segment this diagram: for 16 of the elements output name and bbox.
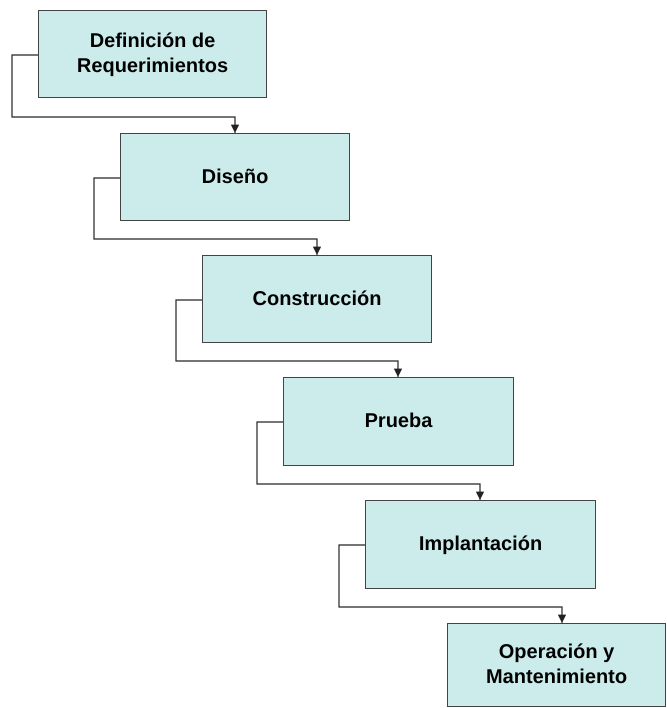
- process-box: [120, 133, 350, 221]
- connector-arrow: [256, 421, 484, 500]
- process-box: [38, 10, 267, 98]
- connector-arrow: [11, 54, 240, 133]
- step-label: Prueba: [364, 409, 432, 434]
- step-label: Diseño: [202, 164, 268, 190]
- connector-arrow: [93, 177, 322, 255]
- process-box: [447, 623, 666, 707]
- step-label: Construcción: [252, 286, 382, 312]
- process-box: [283, 377, 514, 466]
- step-label: Definición de Requerimientos: [76, 29, 230, 79]
- process-box: [202, 255, 432, 343]
- step-label: Operación y Mantenimiento: [484, 640, 628, 690]
- step-label: Implantación: [418, 532, 542, 557]
- process-box: [365, 500, 596, 589]
- connector-arrow: [175, 299, 402, 377]
